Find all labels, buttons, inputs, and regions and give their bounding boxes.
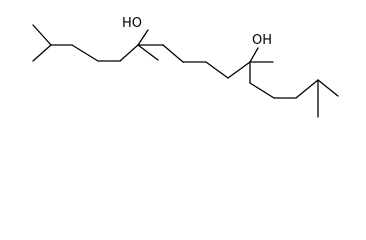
skeletal-formula: HO OH xyxy=(32,16,339,118)
hydroxyl-label-left: HO xyxy=(122,16,142,31)
bond xyxy=(317,79,339,97)
bond xyxy=(137,44,159,61)
bond xyxy=(119,44,139,62)
bond xyxy=(227,61,251,79)
bond xyxy=(295,79,319,99)
atom-labels: HO OH xyxy=(122,16,272,48)
bond xyxy=(32,24,52,46)
hydroxyl-label-right: OH xyxy=(252,33,272,48)
bond xyxy=(137,29,149,46)
bond xyxy=(249,47,259,63)
bond-lines xyxy=(32,24,339,118)
bond xyxy=(249,82,275,99)
bond xyxy=(71,44,99,62)
bond xyxy=(32,44,52,62)
bond xyxy=(162,44,184,63)
bond xyxy=(205,61,229,79)
